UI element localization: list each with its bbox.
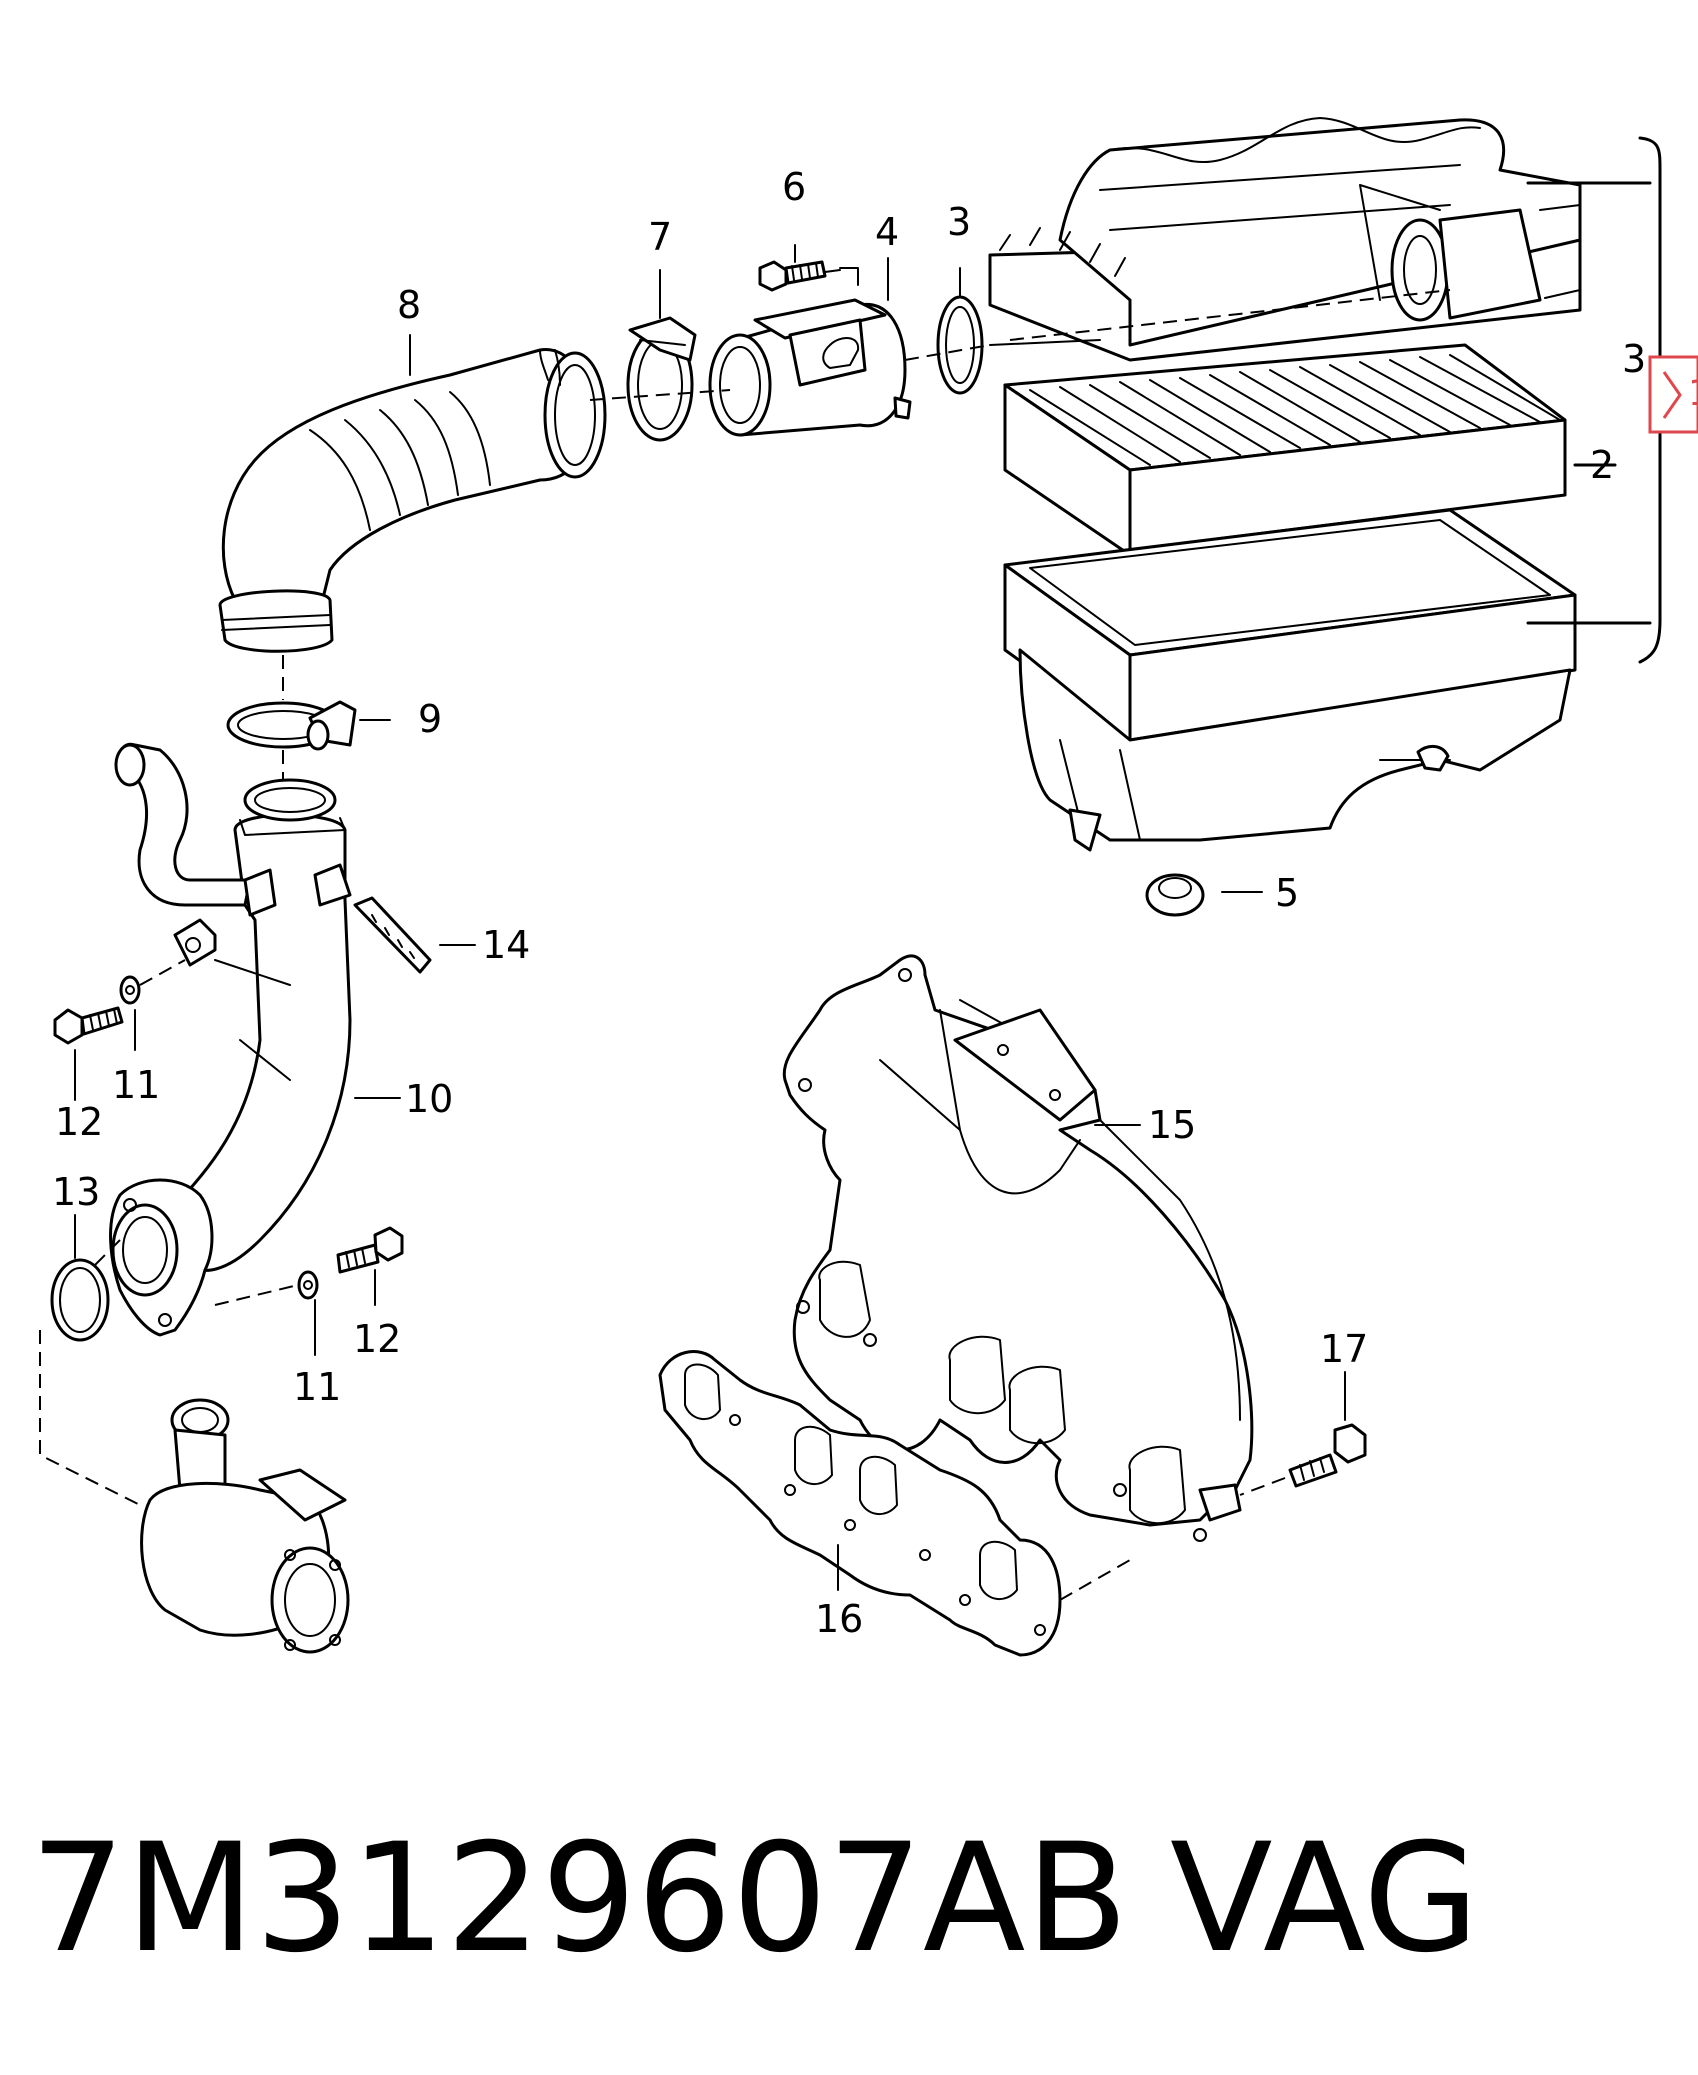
callout-7: 7	[648, 215, 672, 259]
callout-3-right: 3	[1622, 337, 1646, 381]
part-caption: 7M3129607AB VAG	[30, 1812, 1479, 1986]
callout-5: 5	[1275, 871, 1299, 915]
o-ring-part-13	[39, 1214, 141, 1506]
callout-3-top: 3	[947, 200, 971, 244]
callout-6: 6	[782, 165, 806, 209]
air-filter-element	[1003, 343, 1567, 557]
intake-pipe-part-10	[109, 742, 401, 1337]
clip-part-14	[353, 896, 476, 974]
o-ring-part-3	[936, 267, 984, 395]
callout-9: 9	[418, 697, 442, 741]
callout-14: 14	[482, 923, 530, 967]
callout-1: 1	[1688, 373, 1698, 414]
bolt-washer-upper	[53, 959, 186, 1101]
bolt-part-6	[758, 244, 841, 292]
exhaust-manifold-part-15	[782, 954, 1254, 1542]
callout-13: 13	[52, 1170, 100, 1214]
intake-hose-part-8	[218, 334, 991, 653]
callout-10: 10	[405, 1077, 453, 1121]
bolt-part-17	[1239, 1371, 1367, 1496]
callout-2: 2	[1590, 443, 1614, 487]
callout-labels: 2 3 3 4 5 6 7 8 9 10 11 11 12 12 13 14 1…	[52, 165, 1646, 1641]
callout-4: 4	[875, 210, 899, 254]
highlight-marker-1[interactable]: 1	[1648, 355, 1698, 434]
turbocharger	[140, 1398, 350, 1654]
callout-8: 8	[397, 283, 421, 327]
callout-17: 17	[1320, 1327, 1368, 1371]
air-filter-lower-housing	[1003, 508, 1577, 852]
air-mass-meter-part-4	[708, 257, 912, 437]
brand-name: VAG	[1170, 1812, 1479, 1986]
callout-12-upper: 12	[55, 1100, 103, 1144]
hose-clamp-part-9	[226, 655, 391, 795]
callout-11-lower: 11	[293, 1365, 341, 1409]
callout-16: 16	[815, 1597, 863, 1641]
air-filter-assembly	[988, 117, 1662, 852]
grommet-part-5	[1145, 873, 1263, 917]
bolt-washer-lower	[214, 1226, 404, 1356]
hose-clamp-part-7	[626, 269, 697, 442]
callout-15: 15	[1148, 1103, 1196, 1147]
part-number: 7M3129607AB	[30, 1812, 1128, 1986]
callout-12-lower: 12	[353, 1317, 401, 1361]
air-filter-cover	[988, 117, 1582, 362]
callout-11-upper: 11	[112, 1063, 160, 1107]
exhaust-gasket-part-16	[658, 1350, 1131, 1657]
